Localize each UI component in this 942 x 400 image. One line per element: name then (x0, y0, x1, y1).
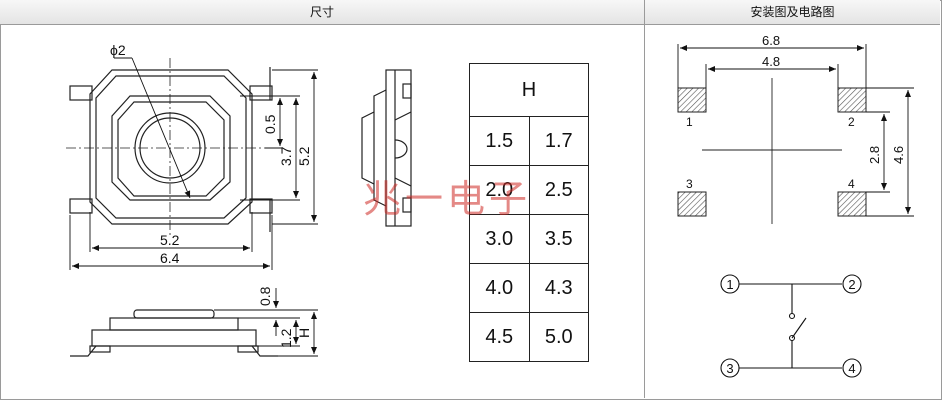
lead-bottom-left (69, 198, 93, 214)
side-view (361, 69, 412, 227)
panel-divider (644, 0, 645, 398)
pad-4 (837, 191, 867, 217)
dim-6-4: 6.4 (160, 250, 180, 266)
cap-outline (111, 95, 231, 201)
body-inner-outline (95, 75, 247, 219)
terminal-3: 3 (726, 361, 733, 376)
terminal-2: 2 (848, 277, 855, 292)
body-outline (89, 69, 253, 225)
dim-6-8: 6.8 (762, 33, 780, 48)
switch-contact (791, 317, 807, 339)
dim-4-8: 4.8 (762, 54, 780, 69)
dim-phi2: ϕ2 (110, 42, 126, 58)
lead-top-right (249, 85, 273, 101)
table-cell: 4.0 (469, 263, 530, 313)
dimension-drawings: ϕ2 0.5 3.7 5.2 5.2 6.4 (66, 42, 412, 357)
table-cell: 1.5 (469, 116, 530, 166)
table-cell: 4.3 (528, 263, 589, 313)
table-cell: 3.5 (528, 214, 589, 264)
dim-4-6: 4.6 (891, 146, 906, 164)
table-cell: 4.5 (469, 312, 530, 362)
pad-label-4: 4 (848, 177, 855, 191)
top-view (69, 67, 273, 232)
dim-0-5: 0.5 (262, 114, 278, 134)
terminal-1: 1 (726, 277, 733, 292)
watermark: 兆一电子 (363, 177, 532, 221)
pad-3 (677, 191, 707, 217)
pad-1 (677, 87, 707, 113)
lead-top-left (69, 85, 93, 101)
header-dimensions: 尺寸 (0, 0, 645, 25)
pad-label-1: 1 (686, 115, 693, 129)
dim-2-8: 2.8 (867, 146, 882, 164)
lead-bottom-right (249, 198, 273, 214)
table-cell: 3.0 (469, 214, 530, 264)
dim-3-7: 3.7 (278, 146, 294, 166)
table-cell: 1.7 (528, 116, 589, 166)
header-install: 安装图及电路图 (645, 0, 940, 25)
table-cell: 2.5 (528, 165, 589, 215)
table-cell: 2.0 (469, 165, 530, 215)
dim-1-2: 1.2 (278, 328, 294, 348)
terminal-4: 4 (848, 361, 855, 376)
front-view (70, 309, 278, 357)
pad-label-3: 3 (686, 177, 693, 191)
circuit-diagram (720, 274, 862, 378)
table-header: H (469, 63, 589, 117)
install-and-circuit: 1 2 3 4 6.8 4.8 2.8 4.6 1 2 3 (677, 33, 914, 378)
cap-inner-outline (117, 101, 225, 197)
pad-label-2: 2 (848, 115, 855, 129)
dim-5-2-horizontal: 5.2 (160, 232, 180, 248)
table-cell: 5.0 (528, 312, 589, 362)
dim-5-2-vertical: 5.2 (296, 146, 312, 166)
dim-0-8: 0.8 (257, 286, 273, 306)
dim-H: H (296, 328, 312, 338)
pad-2 (837, 87, 867, 113)
